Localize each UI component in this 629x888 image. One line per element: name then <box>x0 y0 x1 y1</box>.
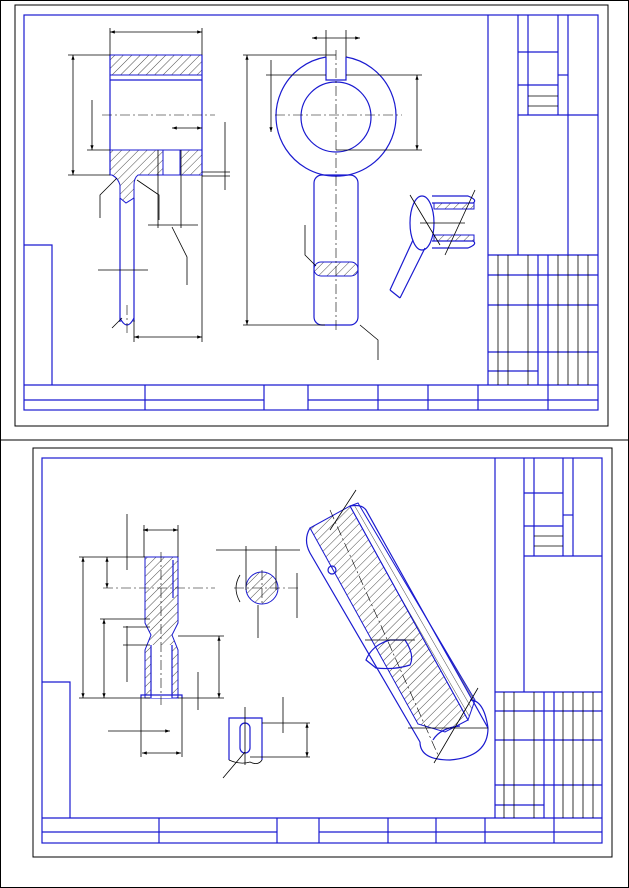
sheet-1-outer-border <box>14 4 609 427</box>
sheet-2-section-view <box>79 514 224 757</box>
sheet-2-title-block <box>494 458 602 818</box>
sheet-2-isometric-section <box>305 489 489 764</box>
sheet-1-isometric-view <box>389 189 476 299</box>
sheet-2-bottom-strip <box>42 817 602 843</box>
sheet-1-margin-box <box>24 244 53 385</box>
sheet-1-bottom-strip <box>24 384 598 410</box>
sheet-2-cross-section <box>216 546 300 638</box>
sheet-1 <box>14 4 609 427</box>
sheet-2-frame <box>41 457 603 844</box>
sheet-1-frame <box>23 14 599 411</box>
sheet-2-local-view <box>222 697 310 779</box>
sheet-2-outer-border <box>32 447 613 858</box>
sheet-1-title-block <box>487 15 598 385</box>
sheet-2-margin-box <box>42 681 71 818</box>
sheet-1-ring-view <box>243 30 422 360</box>
sheet-2 <box>32 447 613 858</box>
sheet-1-section-view <box>68 28 230 342</box>
